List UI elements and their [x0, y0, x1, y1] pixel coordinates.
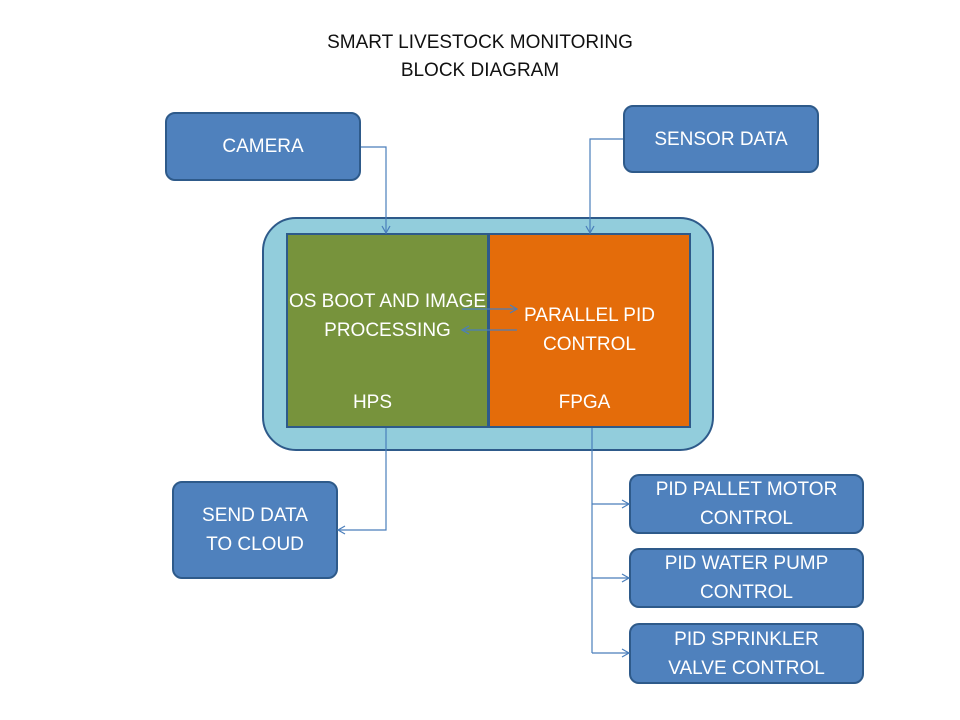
sprinkler-line-2: VALVE CONTROL [668, 657, 825, 679]
pallet-motor-line-2: CONTROL [700, 508, 793, 529]
send-cloud-line-2: TO CLOUD [206, 534, 304, 555]
hps-line-2: IMAGE [424, 291, 487, 312]
camera-label: CAMERA [222, 136, 304, 157]
fpga-panel: PARALLEL PID CONTROL FPGA [488, 233, 691, 428]
diagram-title-line-2: BLOCK DIAGRAM [400, 60, 560, 81]
pid-sprinkler-valve-block: PID SPRINKLER VALVE CONTROL [629, 623, 864, 684]
fpga-label: FPGA [558, 392, 611, 413]
pid-water-pump-block: PID WATER PUMP CONTROL [629, 548, 864, 608]
pallet-motor-line-1: PID PALLET MOTOR [655, 479, 838, 500]
sensor-data-block: SENSOR DATA [623, 105, 819, 173]
sensor-to-fpga-connector [585, 138, 623, 235]
fpga-line-1: PARALLEL PID [524, 305, 655, 326]
hps-label: HPS [352, 392, 393, 413]
water-pump-line-1: PID WATER PUMP [664, 553, 829, 574]
diagram-title-line-1: SMART LIVESTOCK MONITORING [327, 32, 633, 53]
send-data-to-cloud-block: SEND DATA TO CLOUD [172, 481, 338, 579]
hps-line-1: OS BOOT AND [288, 291, 420, 312]
water-pump-line-2: CONTROL [700, 582, 793, 603]
camera-to-hps-connector [361, 146, 391, 235]
hps-to-cloud-connector [336, 428, 387, 535]
hps-line-3: PROCESSING [324, 320, 451, 341]
send-cloud-line-1: SEND DATA [202, 505, 308, 526]
camera-block: CAMERA [165, 112, 361, 181]
pid-pallet-motor-block: PID PALLET MOTOR CONTROL [629, 474, 864, 534]
fpga-line-2: CONTROL [543, 334, 636, 355]
sprinkler-line-1: PID SPRINKLER [674, 628, 819, 650]
sensor-data-label: SENSOR DATA [654, 128, 788, 150]
